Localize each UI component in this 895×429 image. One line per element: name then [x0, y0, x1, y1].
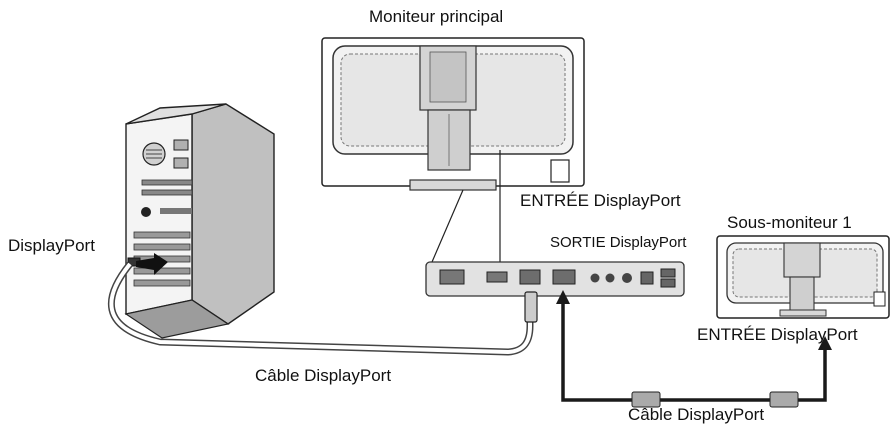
pc-displayport-label: DisplayPort: [8, 236, 95, 255]
main-monitor-label: Moniteur principal: [369, 7, 504, 26]
insert-arrow-icon: [136, 253, 168, 275]
audio-port: [605, 273, 615, 283]
cable-label: Câble DisplayPort: [628, 405, 765, 424]
sub-displayport-in-label: ENTRÉE DisplayPort: [697, 325, 858, 344]
usb-b-port: [640, 271, 654, 285]
io-panel: [425, 261, 685, 297]
cable-label: Câble DisplayPort: [255, 366, 392, 385]
power-port: [622, 273, 632, 283]
cable-monitor-to-sub: [556, 290, 832, 408]
cable-pc-to-monitor: [107, 261, 538, 356]
callout-lines: [431, 150, 501, 263]
hdmi-port: [486, 271, 508, 283]
displayport-in-label: ENTRÉE DisplayPort: [520, 191, 681, 210]
sub-monitor: [716, 235, 890, 319]
displayport-out-port: [552, 269, 576, 285]
audio-port: [590, 273, 600, 283]
arrow-up-icon: [556, 290, 570, 304]
displayport-plug: [524, 291, 538, 323]
displayport-plug: [631, 391, 661, 408]
displayport-in-port: [519, 269, 541, 285]
arrow-up-icon: [818, 336, 832, 350]
sub-monitor-label: Sous-moniteur 1: [727, 213, 852, 232]
usb-a-port: [660, 268, 676, 278]
main-monitor: [321, 37, 585, 191]
usb-a-port: [660, 278, 676, 288]
pc-tower: [124, 103, 275, 339]
displayport-plug: [769, 391, 799, 408]
dvi-port: [439, 269, 465, 285]
displayport-out-label: SORTIE DisplayPort: [550, 234, 687, 251]
